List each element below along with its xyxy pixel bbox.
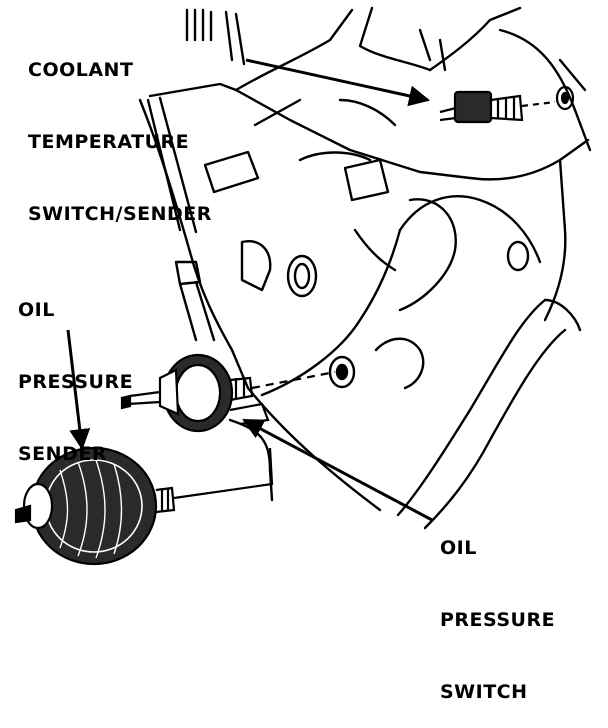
- oil-pressure-switch: [120, 353, 336, 433]
- oil-sender-label-line-2: PRESSURE: [18, 371, 134, 393]
- engine-block-line-drawing: [14, 6, 592, 566]
- coolant-label-line-3: SWITCH/SENDER: [28, 203, 212, 225]
- oil-sender-label-line-3: SENDER: [18, 443, 107, 465]
- coolant-label-line-2: TEMPERATURE: [28, 131, 190, 153]
- coolant-temperature-switch-sender-label: COOLANT TEMPERATURE SWITCH/SENDER: [28, 10, 212, 250]
- oil-switch-label-line-3: SWITCH: [440, 681, 528, 703]
- oil-pressure-sender-label: OIL PRESSURE SENDER: [18, 250, 133, 490]
- oil-switch-port: [328, 355, 356, 389]
- oil-switch-label-line-2: PRESSURE: [440, 609, 556, 631]
- callout-leaders: [66, 58, 433, 522]
- oil-pressure-sender: [14, 446, 274, 566]
- oil-pressure-switch-label: OIL PRESSURE SWITCH: [440, 488, 555, 728]
- coolant-label-line-1: COOLANT: [28, 59, 134, 81]
- oil-switch-label-line-1: OIL: [440, 537, 477, 559]
- oil-sender-label-line-1: OIL: [18, 299, 55, 321]
- coolant-temperature-sender: [439, 85, 575, 124]
